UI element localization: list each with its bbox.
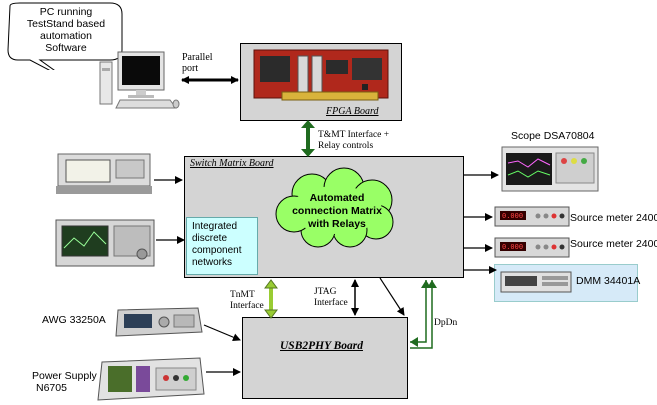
integrated-networks-box: [186, 217, 258, 275]
scope-image: [501, 146, 599, 192]
tnmt-line-2: Interface: [230, 301, 264, 311]
tnmt-label: TnMT Interface: [230, 290, 264, 312]
cloud-line-1: Automated: [309, 192, 365, 204]
fpga-board-label: FPGA Board: [326, 106, 379, 117]
tmt-line-1: T&MT Interface +: [318, 130, 390, 140]
source-meter-1-image: 0.000: [494, 206, 570, 227]
connection-matrix-cloud: [275, 167, 394, 248]
pc-bubble: [7, 2, 123, 70]
cloud-line-2: connection Matrix: [292, 205, 382, 217]
dpdn-line-outer: [410, 280, 433, 349]
power-supply-image: [97, 357, 205, 401]
source-meter-2-label: Source meter 2400: [570, 238, 657, 250]
power-supply-label: Power Supply N6705: [32, 370, 97, 394]
switch-usb-arrow: [379, 277, 405, 316]
svg-text:0.000: 0.000: [502, 212, 523, 220]
awg-label: AWG 33250A: [42, 314, 106, 326]
bubble-line-3: automation: [40, 30, 92, 42]
parallel-line-1: Parallel: [182, 52, 213, 63]
dpdn-line-inner: [410, 280, 427, 343]
dmm-label: DMM 34401A: [576, 275, 641, 287]
parallel-line-2: port: [182, 63, 199, 74]
cloud-line-3: with Relays: [308, 218, 366, 230]
awg-image: [115, 307, 203, 337]
integrated-line-2: discrete: [192, 233, 228, 244]
jtag-label: JTAG Interface: [314, 287, 348, 309]
pc-bubble-text: PC running TestStand based automation So…: [12, 6, 120, 54]
tnmt-line-1: TnMT: [230, 290, 255, 300]
integrated-line-4: networks: [192, 257, 233, 268]
left-instrument-1: [56, 153, 152, 194]
integrated-label: Integrated discrete component networks: [192, 221, 241, 269]
jtag-line-1: JTAG: [314, 287, 337, 297]
tmt-line-2: Relay controls: [318, 141, 374, 151]
usb2phy-label: USB2PHY Board: [280, 340, 363, 352]
integrated-line-1: Integrated: [192, 221, 238, 232]
power-supply-line-2: N6705: [36, 382, 67, 394]
tmt-relay-label: T&MT Interface + Relay controls: [318, 130, 389, 152]
usb2phy-board: [242, 317, 408, 399]
awg-arrow: [203, 324, 241, 341]
source-meter-2-image: 0.000: [494, 237, 570, 258]
integrated-line-3: component: [192, 245, 242, 256]
left-instrument-2: [55, 219, 155, 267]
source-meter-1-label: Source meter 2400: [570, 212, 657, 224]
switch-matrix-label: Switch Matrix Board: [190, 158, 274, 169]
pc-computer-icon: [99, 51, 180, 109]
dmm-image: [500, 271, 572, 293]
power-supply-line-1: Power Supply: [32, 370, 97, 382]
svg-text:0.000: 0.000: [502, 243, 523, 251]
bubble-line-1: PC running: [39, 6, 93, 18]
bubble-line-2: TestStand based: [26, 18, 106, 30]
jtag-line-2: Interface: [314, 298, 348, 308]
bubble-line-4: Software: [45, 42, 87, 54]
dpdn-label: DpDn: [434, 318, 458, 328]
cloud-label: Automated connection Matrix with Relays: [280, 192, 394, 231]
fpga-pcb-image: [253, 49, 389, 101]
parallel-port-label: Parallel port: [182, 52, 213, 74]
scope-label: Scope DSA70804: [511, 130, 595, 142]
